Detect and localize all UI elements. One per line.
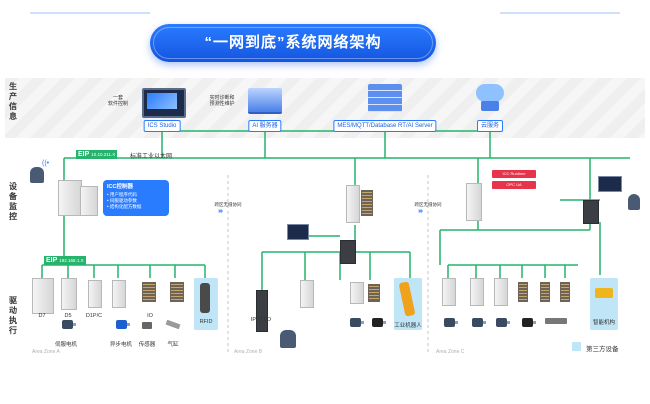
sync-arrows-ab: ››› — [218, 208, 223, 215]
zone-c-drive-1 — [442, 278, 456, 306]
mes-server-stack — [368, 84, 402, 112]
io-module-a1 — [142, 282, 156, 302]
zone-b-motor-2 — [372, 318, 386, 327]
zone-c-io-3 — [560, 282, 570, 302]
sensor-icon — [142, 322, 152, 329]
opc-badge-1: ICC Runtime — [492, 170, 536, 178]
drive-d7 — [32, 278, 54, 314]
drive-d7-label: D7 — [38, 313, 46, 319]
zone-b-io — [361, 190, 373, 216]
actuator-label-async: 异步电机 — [109, 342, 133, 348]
zone-b-controller — [346, 185, 360, 223]
zone-c-slide-icon — [545, 318, 567, 324]
icc-item-2: • 伺服驱动参数 — [107, 198, 137, 203]
zone-c-switch — [583, 200, 599, 224]
actuator-label-sensor: 传感器 — [138, 342, 156, 348]
legend-swatch — [572, 342, 581, 351]
zone-c-hmi — [598, 176, 622, 192]
agv-label: 智能机构 — [592, 320, 616, 326]
ics-studio-monitor — [142, 88, 186, 118]
zone-label-c: Area Zone C — [436, 349, 465, 355]
production-band — [5, 78, 645, 138]
zone-c-drive-3 — [494, 278, 508, 306]
io-label-a: IO — [147, 313, 153, 319]
robot-label: 工业机器人 — [394, 323, 422, 329]
wifi-icon: ((• — [42, 160, 50, 167]
eip-top-ip: 10.10.211.X — [91, 152, 116, 157]
sync-arrows-bc: ››› — [418, 208, 423, 215]
cloud-icon — [476, 84, 504, 102]
actuator-label-cylinder: 气缸 — [167, 342, 179, 348]
ai-server-button[interactable]: AI 服务器 — [248, 120, 282, 132]
row-label-production: 生产信息 — [9, 82, 17, 121]
icc-info-panel: ICC控制器 • 用户程序代码 • 伺服驱动参数 • 结构化配方数据 — [103, 180, 169, 216]
opc-badge-2: OPC UA — [492, 181, 536, 189]
ip67-label: IP67 I/O — [250, 317, 272, 323]
icc-item-1: • 用户程序代码 — [107, 192, 137, 197]
title-wing-left — [30, 12, 150, 28]
drive-d1p-label: D1P/C — [85, 313, 103, 319]
zone-label-a: Area Zone A — [32, 349, 60, 355]
zone-c-operator — [628, 194, 640, 210]
drive-d5-label: D5 — [64, 313, 72, 319]
async-motor-icon — [116, 320, 130, 329]
icc-title: ICC控制器 — [107, 184, 133, 190]
zone-label-b: Area Zone B — [234, 349, 263, 355]
io-module-a2 — [170, 282, 184, 302]
agv-icon — [595, 288, 613, 298]
zone-c-io-1 — [518, 282, 528, 302]
operator-icon — [30, 167, 44, 183]
zone-b-switch — [340, 240, 356, 264]
zone-c-motor-3 — [496, 318, 510, 327]
zone-b-motor-1 — [350, 318, 364, 327]
drive-d1p — [88, 280, 102, 308]
sync-label-ab: 跨区无缝协同 — [214, 202, 242, 207]
agv-third-party-box — [590, 278, 618, 330]
ics-studio-button[interactable]: ICS Studio — [143, 120, 181, 132]
engineer-icon — [280, 330, 296, 348]
row-label-monitor: 设备监控 — [9, 182, 17, 221]
ai-server-icon — [248, 88, 282, 112]
title-wing-right — [500, 12, 620, 28]
ics-studio-note: 一套软件控制 — [107, 95, 128, 107]
zone-c-drive-2 — [470, 278, 484, 306]
zone-b-drive-2 — [350, 282, 364, 304]
zone-b-drive — [300, 280, 314, 308]
zone-b-hmi — [287, 224, 309, 240]
ip67-io-device — [256, 290, 268, 332]
zone-b-io-2 — [368, 284, 380, 302]
row-label-drive: 驱动执行 — [9, 296, 17, 335]
zone-c-controller — [466, 183, 482, 221]
zone-c-motor-1 — [444, 318, 458, 327]
eip-bottom-label: EIP — [46, 257, 58, 264]
zone-c-motor-4 — [522, 318, 536, 327]
rfid-label: RFID — [199, 319, 213, 325]
actuator-label-servo: 伺服电机 — [54, 342, 78, 348]
cloud-service-button[interactable]: 云服务 — [476, 120, 504, 132]
eip-top-desc: 标准工业以太网 — [130, 154, 173, 160]
icc-item-3: • 结构化配方数据 — [107, 204, 142, 209]
sync-label-bc: 跨区无缝协同 — [414, 202, 442, 207]
icc-controller-module — [80, 186, 98, 216]
cloud-base-icon — [481, 101, 499, 111]
drive-d5 — [61, 278, 77, 310]
title-banner: “一网到底”系统网络架构 — [150, 24, 436, 62]
zone-c-motor-2 — [472, 318, 486, 327]
servo-motor-icon — [62, 320, 76, 329]
rfid-scanner-icon — [200, 283, 210, 313]
ai-server-note: 实时诊断和预测性维护 — [209, 95, 235, 107]
legend-label: 第三方设备 — [586, 346, 619, 353]
eip-top-label: EIP — [78, 151, 90, 158]
icc-controller-device — [58, 180, 82, 216]
mes-server-button[interactable]: MES/MQTT/Database RT/AI Server — [333, 120, 437, 132]
eip-bottom-ip: 192.168.1.X — [59, 258, 84, 263]
zone-c-io-2 — [540, 282, 550, 302]
drive-module — [112, 280, 126, 308]
page-title: “一网到底”系统网络架构 — [204, 34, 382, 51]
